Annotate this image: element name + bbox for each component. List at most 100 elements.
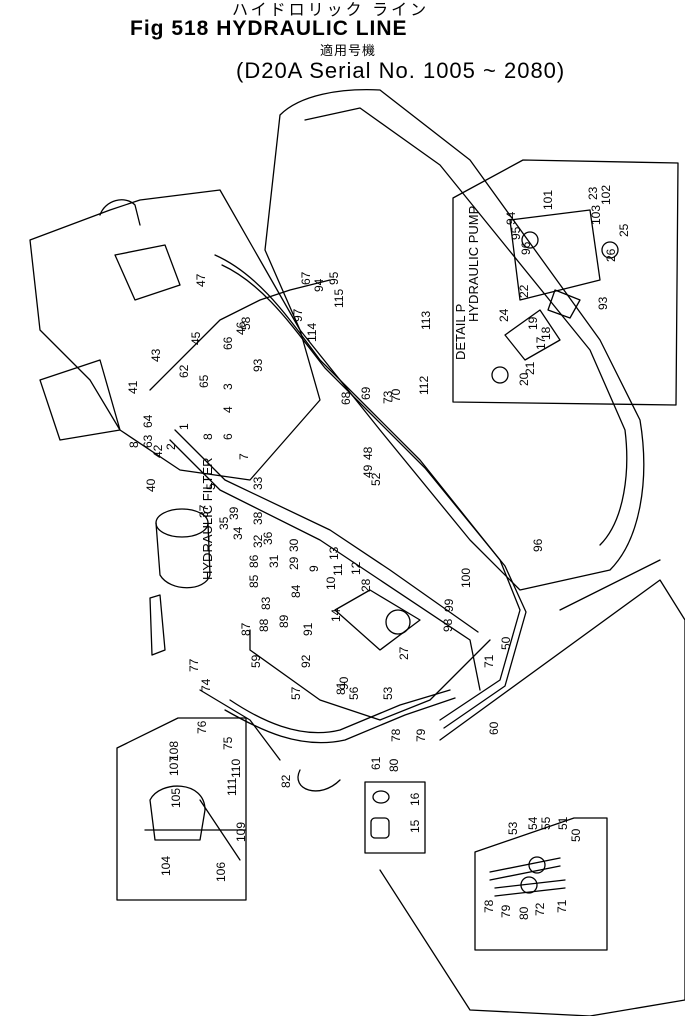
part-callout-main-77: 77 [187,658,201,672]
part-callout-main-34: 34 [231,526,245,540]
part-callout-main-76: 76 [195,720,209,734]
part-callout-main-75: 75 [221,736,235,750]
japanese-title: ハイドロリック ライン [232,2,430,19]
part-callout-main-1: 1 [177,423,191,430]
part-callout-main-81: 81 [334,681,348,695]
part-callout-inset-left-111: 111 [225,777,239,796]
part-callout-main-115: 115 [332,289,346,308]
part-callout-main-80: 80 [387,758,401,772]
serial-range: (D20A Serial No. 1005 ~ 2080) [236,58,566,83]
part-callout-main-88: 88 [257,618,271,632]
part-callout-main-52: 52 [369,472,383,486]
part-callout-main-78: 78 [389,728,403,742]
part-callout-inset-right-54: 54 [526,816,540,830]
part-callout-detail-p-95: 95 [509,226,523,240]
part-callout-main-91: 91 [301,622,315,636]
joint-detail-inset-frame [474,817,608,951]
part-callout-main-69: 69 [359,386,373,400]
part-callout-main-100: 100 [459,568,473,588]
part-callout-main-68: 68 [339,391,353,405]
part-callout-main-95: 95 [327,271,341,285]
part-callout-main-89: 89 [277,614,291,628]
part-callout-main-56: 56 [347,686,361,700]
part-callout-inset-left-109: 109 [234,822,248,842]
part-callout-main-64: 64 [141,414,155,428]
part-callout-main-58: 58 [239,316,253,330]
part-callout-inset-right-71: 71 [555,899,569,913]
detail-p-parts [491,209,619,384]
part-callout-inset-right-72: 72 [533,902,547,916]
part-callout-detail-p-20: 20 [517,372,531,386]
clamp-parts [144,785,246,861]
part-callout-detail-p-93: 93 [596,296,610,310]
part-callout-inset-right-50: 50 [569,828,583,842]
part-callout-main-86: 86 [247,554,261,568]
part-callout-main-27: 27 [397,646,411,660]
part-callout-main-114: 114 [305,323,319,342]
part-callout-main-38: 38 [251,511,265,525]
part-callout-main-28: 28 [359,578,373,592]
part-callout-detail-p-102: 102 [599,185,613,205]
part-callout-main-66: 66 [221,336,235,350]
seal-parts [370,790,390,839]
part-callout-main-67: 67 [299,271,313,285]
part-callout-inset-right-55: 55 [539,816,553,830]
figure-title: Fig 518 HYDRAULIC LINE [130,17,408,40]
part-callout-inset-right-51: 51 [556,816,570,830]
part-callout-main-31: 31 [267,554,281,568]
part-callout-inset-left-106: 106 [214,862,228,882]
part-callout-main-83: 83 [259,596,273,610]
part-callout-main-97: 97 [291,308,305,322]
part-callout-inset-left-108: 108 [167,741,181,761]
part-callout-detail-p-19: 19 [526,316,540,330]
figure-header: ハイドロリック ライン Fig 518 HYDRAULIC LINE 適用号機 … [0,0,685,95]
part-callout-main-7: 7 [237,453,251,460]
part-callout-inset-center-15: 15 [408,819,422,833]
part-callout-main-70: 70 [389,388,403,402]
hydraulic-filter-outline [149,508,211,656]
part-callout-main-90: 90 [337,676,351,690]
part-callout-inset-center-16: 16 [408,792,422,806]
part-callout-main-43: 43 [149,348,163,362]
part-callout-main-79: 79 [414,728,428,742]
part-callout-inset-right-53: 53 [506,821,520,835]
part-callout-detail-p-23: 23 [586,186,600,200]
part-callout-main-99: 99 [442,598,456,612]
part-callout-main-33: 33 [251,476,265,490]
part-callout-detail-p-101: 101 [541,190,555,210]
part-callout-main-50: 50 [499,636,513,650]
part-callout-main-47: 47 [194,273,208,287]
part-callout-detail-p-18: 18 [539,326,553,340]
part-callout-main-12: 12 [349,561,363,575]
part-callout-main-39: 39 [227,506,241,520]
part-callout-main-60: 60 [487,721,501,735]
part-callout-main-65: 65 [197,374,211,388]
part-callout-main-93: 93 [251,358,265,372]
part-callout-main-94: 94 [312,278,326,292]
detail-p-label: DETAIL P [453,304,468,360]
part-callout-main-85: 85 [247,574,261,588]
part-callout-main-45: 45 [189,331,203,345]
part-callout-inset-right-80: 80 [517,906,531,920]
part-callout-main-96: 96 [531,538,545,552]
part-callout-main-2: 2 [164,443,178,450]
part-callout-detail-p-103: 103 [589,205,603,225]
part-callout-main-5: 5 [204,483,218,490]
part-callout-main-37: 37 [197,504,211,518]
part-callout-main-6: 6 [221,433,235,440]
part-callout-inset-right-79: 79 [499,904,513,918]
part-callout-main-59: 59 [249,654,263,668]
part-callout-main-11: 11 [331,563,345,576]
part-callout-main-48: 48 [361,446,375,460]
part-callout-main-98: 98 [441,618,455,632]
part-callout-inset-left-110: 110 [229,759,243,778]
part-callout-main-41: 41 [126,380,140,394]
part-callout-detail-p-94: 94 [504,211,518,225]
part-callout-main-40: 40 [144,478,158,492]
part-callout-main-61: 61 [369,756,383,770]
part-callout-detail-p-17: 17 [534,336,548,350]
part-callout-main-8: 8 [201,433,215,440]
hydraulic-pump-label: HYDRAULIC PUMP [466,206,481,322]
joint-parts [489,856,566,897]
